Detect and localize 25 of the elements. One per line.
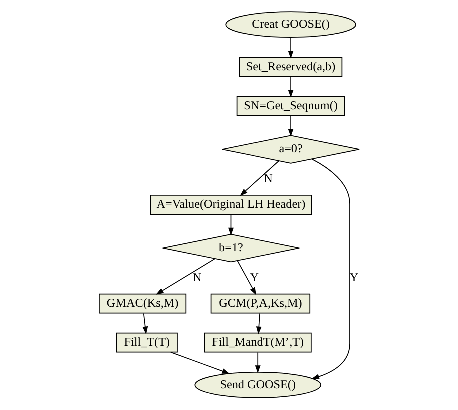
edge-label: N (192, 270, 202, 284)
arrow (240, 160, 280, 196)
arrow (256, 313, 262, 335)
arrow (288, 76, 294, 98)
edge-label: Y (250, 270, 259, 284)
node-box: Set_Reserved(a,b) (238, 57, 342, 78)
node-ellipse: Creat GOOSE() (225, 12, 356, 38)
arrow (142, 313, 148, 335)
arrow (311, 158, 350, 380)
node-box: GMAC(Ks,M) (98, 294, 186, 314)
arrow (156, 258, 215, 295)
node-box: GCM(P,A,Ks,M) (210, 294, 310, 314)
node-box: SN=Get_Seqnum() (236, 96, 345, 116)
arrow (288, 37, 294, 59)
node-box: Fill_MandT(M’,T) (204, 332, 312, 353)
arrow (236, 260, 256, 296)
node-box: Fill_T(T) (116, 332, 178, 353)
node-diamond: a=0? (222, 135, 360, 164)
edge-label: N (264, 172, 272, 186)
arrow (288, 115, 294, 137)
arrow (170, 352, 230, 374)
node-box: A=Value(Original LH Header) (150, 195, 312, 215)
arrow (228, 214, 234, 236)
node-diamond: b=1? (162, 234, 300, 263)
arrow (254, 352, 260, 374)
